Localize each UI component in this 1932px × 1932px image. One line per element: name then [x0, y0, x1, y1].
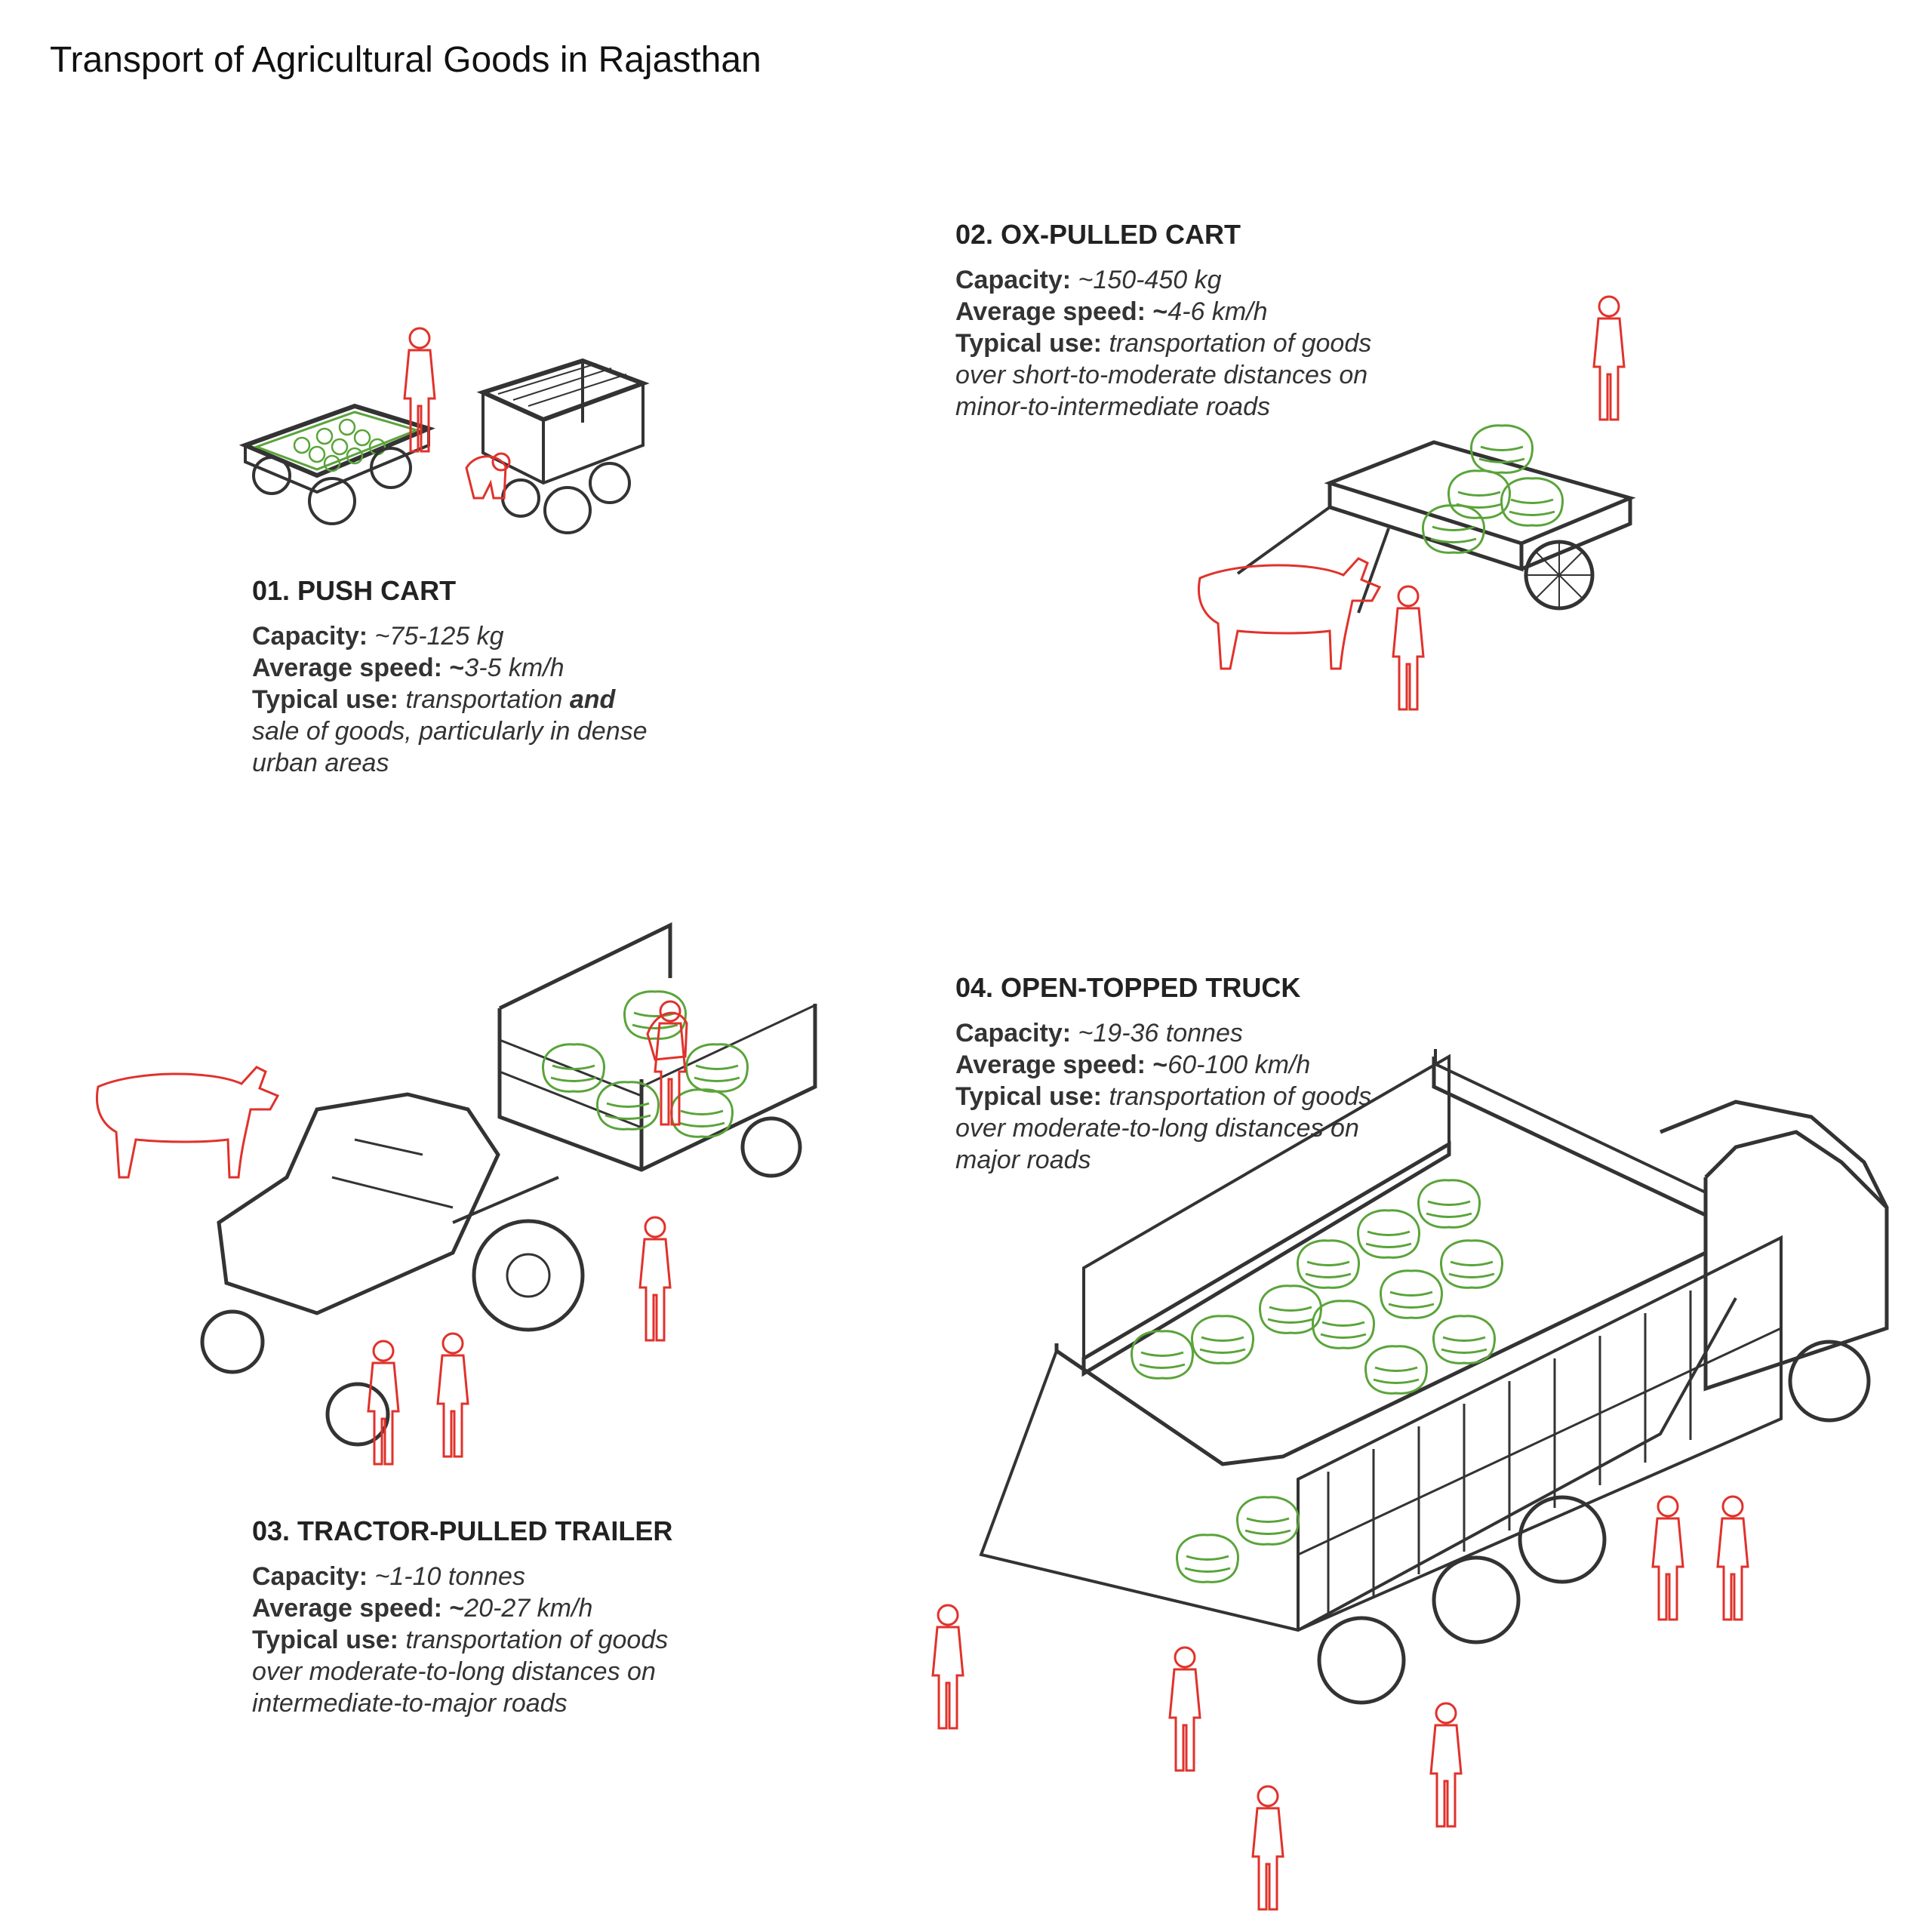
capacity-line: Capacity: ~150-450 kg — [955, 266, 1222, 294]
speed-line: Average speed: ~60-100 km/h — [955, 1051, 1311, 1079]
use-line: Typical use: transportation and — [252, 685, 616, 714]
tractor-trailer-heading: 03. TRACTOR-PULLED TRAILER — [252, 1515, 673, 1546]
use-line-3: intermediate-to-major roads — [252, 1689, 568, 1718]
ox-cart-info: 02. OX-PULLED CART Capacity: ~150-450 kg… — [955, 219, 1371, 423]
ox-cart-heading: 02. OX-PULLED CART — [955, 219, 1241, 250]
push-cart-info: 01. PUSH CART Capacity: ~75-125 kg Avera… — [252, 575, 648, 779]
use-line: Typical use: transportation of goods — [955, 1082, 1372, 1111]
use-line-3: major roads — [955, 1146, 1091, 1174]
open-truck-info: 04. OPEN-TOPPED TRUCK Capacity: ~19-36 t… — [955, 972, 1371, 1176]
open-truck-illustration — [979, 1049, 1889, 1705]
use-line: Typical use: transportation of goods — [252, 1626, 669, 1654]
push-cart-people — [403, 327, 511, 500]
page-title: Transport of Agricultural Goods in Rajas… — [50, 40, 761, 80]
push-cart-illustration — [238, 358, 650, 534]
open-truck-people — [931, 1495, 1749, 1911]
use-line-3: urban areas — [252, 749, 389, 777]
use-line-2: sale of goods, particularly in dense — [252, 717, 648, 746]
speed-line: Average speed: ~20-27 km/h — [252, 1594, 593, 1623]
tractor-trailer-people — [95, 1000, 688, 1466]
open-truck-sacks — [1130, 1179, 1504, 1583]
tractor-trailer-sacks — [541, 990, 749, 1138]
use-line-3: minor-to-intermediate roads — [955, 392, 1270, 421]
speed-line: Average speed: ~4-6 km/h — [955, 297, 1268, 326]
open-truck-heading: 04. OPEN-TOPPED TRUCK — [955, 972, 1301, 1003]
use-line: Typical use: transportation of goods — [955, 329, 1372, 358]
capacity-line: Capacity: ~19-36 tonnes — [955, 1019, 1243, 1048]
tractor-trailer-info: 03. TRACTOR-PULLED TRAILER Capacity: ~1-… — [252, 1515, 672, 1719]
use-line-2: over moderate-to-long distances on — [955, 1114, 1359, 1143]
capacity-line: Capacity: ~75-125 kg — [252, 622, 504, 651]
speed-line: Average speed: ~3-5 km/h — [252, 654, 565, 682]
use-line-2: over moderate-to-long distances on — [252, 1657, 656, 1686]
use-line-2: over short-to-moderate distances on — [955, 361, 1368, 389]
capacity-line: Capacity: ~1-10 tonnes — [252, 1562, 525, 1591]
push-cart-heading: 01. PUSH CART — [252, 575, 457, 606]
ox-cart-illustration — [1236, 440, 1636, 614]
tractor-trailer-illustration — [200, 922, 817, 1447]
